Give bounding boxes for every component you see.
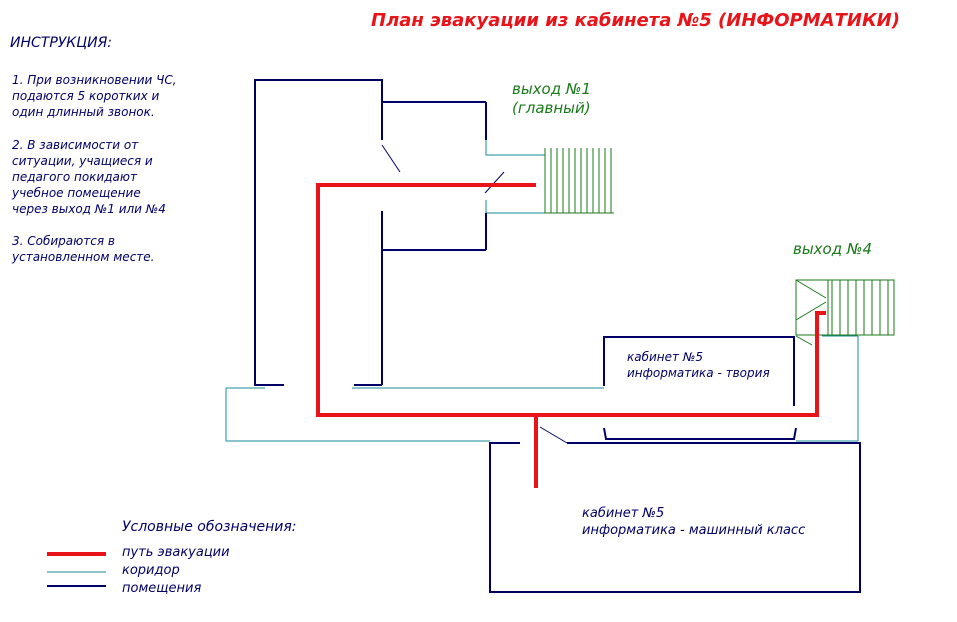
exit-1-name: выход №1 — [512, 80, 592, 98]
exit-4-label: выход №4 — [793, 240, 873, 258]
instructions-heading: ИНСТРУКЦИЯ: — [10, 35, 113, 51]
exit-1-stairs — [544, 148, 614, 214]
legend-title: Условные обозначения: — [122, 519, 297, 535]
legend-swatches — [47, 552, 106, 587]
instruction-line: 1. При возникновении ЧС, — [12, 73, 177, 87]
exit-1-note: (главный) — [512, 99, 591, 117]
corridor-lines — [225, 140, 859, 442]
instruction-line: ситуации, учащиеся и — [12, 154, 153, 168]
instruction-line: через выход №1 или №4 — [12, 202, 166, 216]
room-theory-name: кабинет №5 — [627, 350, 703, 364]
instruction-line: 3. Собираются в — [12, 234, 115, 248]
legend-rooms-label: помещения — [122, 581, 202, 596]
instruction-2: 2. В зависимости от ситуации, учащиеся и… — [12, 137, 166, 217]
room-lab-desc: информатика - машинный класс — [582, 523, 806, 538]
instruction-line: 2. В зависимости от — [12, 138, 139, 152]
instruction-line: учебное помещение — [12, 186, 141, 200]
instruction-line: педагого покидают — [12, 170, 137, 184]
room-lab-label: кабинет №5 информатика - машинный класс — [582, 505, 805, 539]
room-lab-name: кабинет №5 — [582, 506, 665, 521]
legend-evac-label: путь эвакуации — [122, 545, 230, 560]
instruction-line: установленном месте. — [12, 250, 155, 264]
room-walls — [254, 79, 861, 593]
exit-4-stairs — [795, 279, 895, 346]
room-theory-label: кабинет №5 информатика - твория — [627, 349, 770, 381]
instruction-1: 1. При возникновении ЧС, подаются 5 коро… — [12, 72, 177, 120]
legend-corridor-label: коридор — [122, 563, 180, 578]
door-leaves — [381, 144, 568, 444]
evacuation-path — [316, 183, 826, 488]
instruction-line: подаются 5 коротких и — [12, 89, 160, 103]
page-title: План эвакуации из кабинета №5 (ИНФОРМАТИ… — [371, 10, 900, 31]
instruction-line: один длинный звонок. — [12, 105, 155, 119]
instruction-3: 3. Собираются в установленном месте. — [12, 233, 154, 265]
exit-1-label: выход №1 (главный) — [512, 80, 591, 118]
room-theory-desc: информатика - твория — [627, 366, 770, 380]
